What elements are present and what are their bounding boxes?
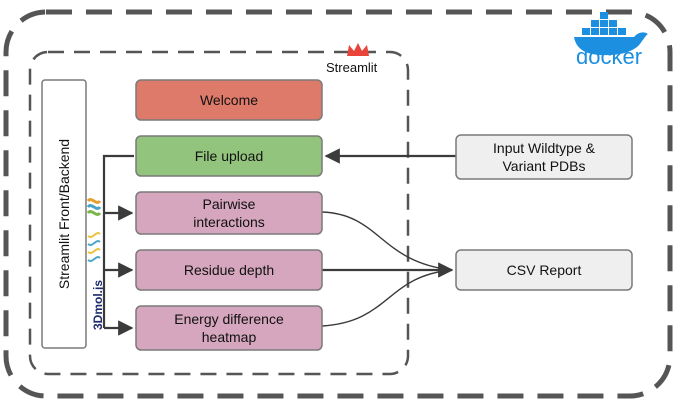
module-file-upload: File upload: [135, 135, 323, 177]
module-energy-label-line2: heatmap: [202, 329, 257, 345]
input-pdbs-label-line1: Input Wildtype &: [493, 140, 596, 156]
frontend-backend-label: Streamlit Front/Backend: [56, 139, 72, 289]
library-logos: 3Dmol.js: [86, 198, 105, 330]
3dmol-logo-text: 3Dmol.js: [91, 280, 105, 330]
module-pairwise-label-line1: Pairwise: [203, 196, 256, 212]
module-welcome: Welcome: [135, 79, 323, 121]
csv-report-label: CSV Report: [507, 262, 582, 278]
input-pdbs-label-line2: Variant PDBs: [503, 158, 586, 174]
streamlit-label: Streamlit: [326, 60, 378, 75]
crown-icon: [347, 43, 369, 56]
module-residue-depth-label: Residue depth: [184, 262, 274, 278]
branch-connectors: [102, 154, 134, 336]
curve-pairwise-to-csv: [321, 211, 453, 271]
module-energy-heatmap: Energy difference heatmap: [135, 305, 323, 351]
biopython-icon: [86, 198, 102, 216]
module-energy-label-line1: Energy difference: [174, 311, 284, 327]
curve-energy-to-csv: [321, 269, 453, 327]
input-pdbs-box: Input Wildtype & Variant PDBs: [455, 134, 633, 180]
streamlit-container: [28, 50, 410, 376]
module-residue-depth: Residue depth: [135, 249, 323, 291]
module-pairwise-label-line2: interactions: [193, 214, 265, 230]
module-welcome-label: Welcome: [200, 92, 258, 108]
dna-helix-icon: [87, 232, 101, 262]
docker-container: [3, 9, 673, 399]
module-file-upload-label: File upload: [195, 148, 264, 164]
docker-label: docker: [576, 44, 642, 69]
report-connectors: [321, 211, 454, 327]
whale-icon: [574, 12, 648, 56]
streamlit-logo: Streamlit: [326, 43, 378, 75]
branch-to-file-upload: [102, 154, 134, 176]
csv-report-box: CSV Report: [455, 249, 633, 291]
docker-logo: docker: [574, 12, 648, 69]
module-pairwise: Pairwise interactions: [135, 191, 323, 235]
frontend-backend-box: Streamlit Front/Backend: [41, 79, 87, 349]
